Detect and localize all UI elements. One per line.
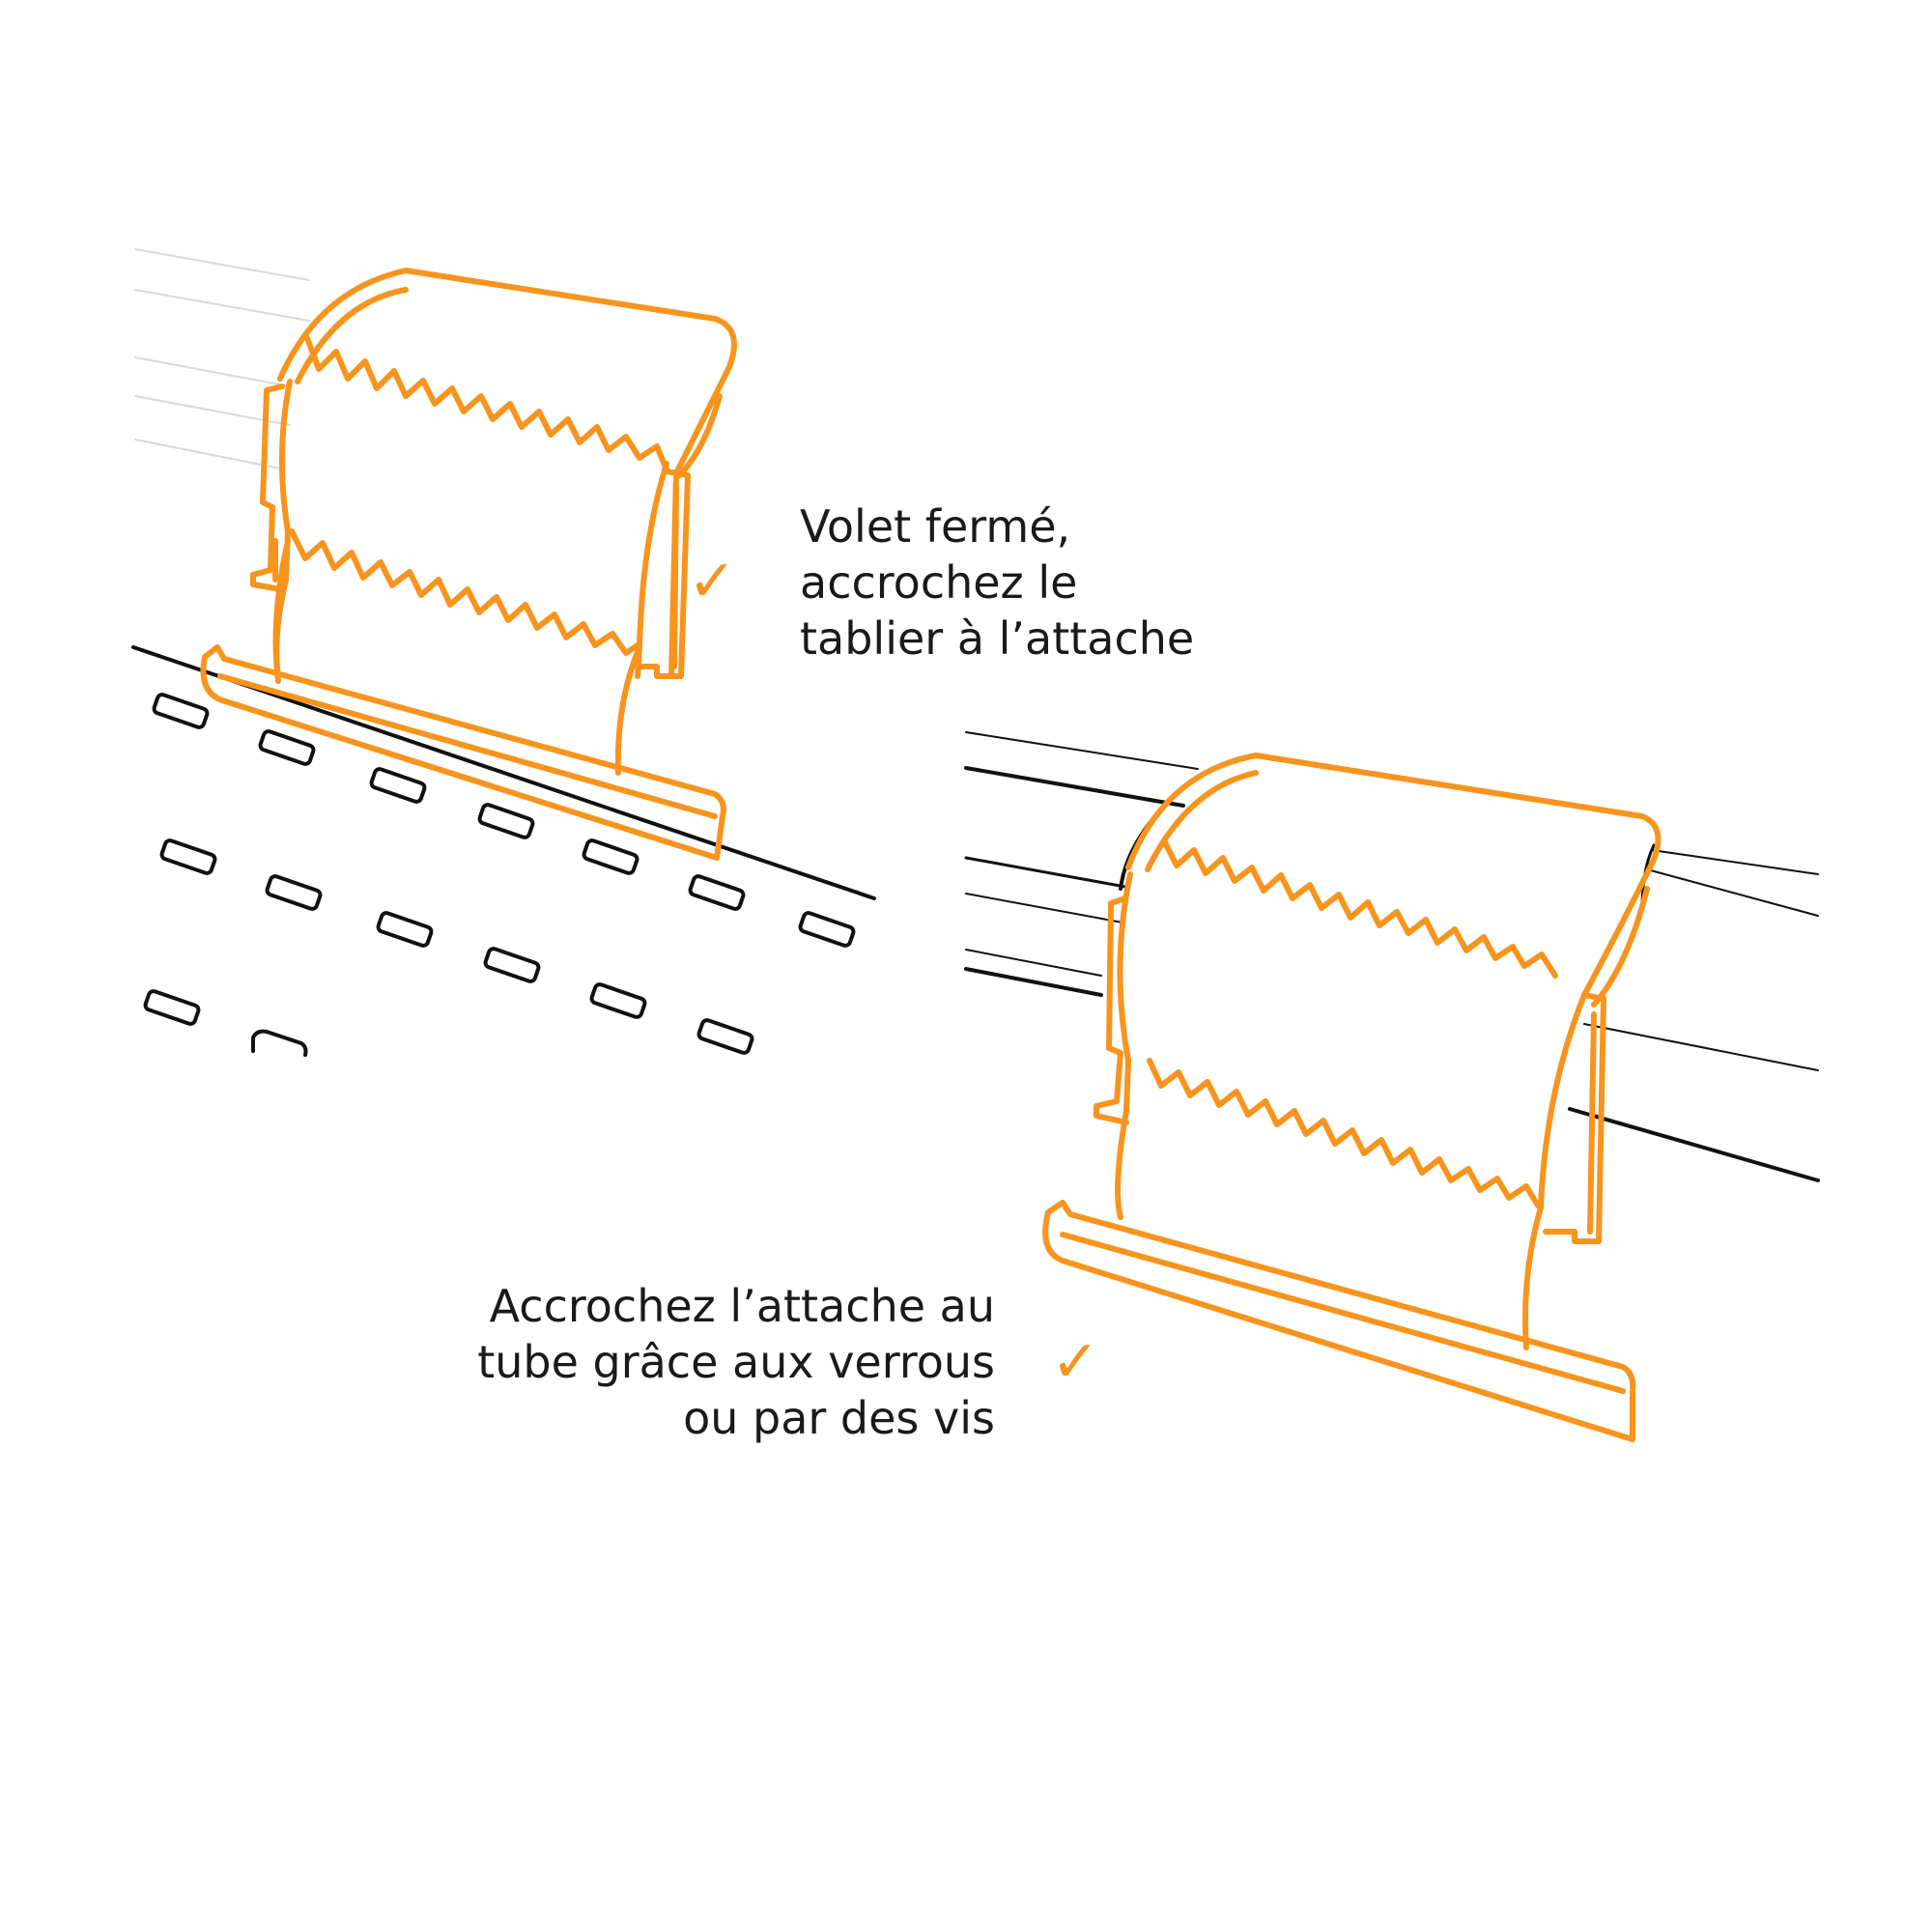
step-2-line-3: ou par des vis xyxy=(683,1392,995,1444)
clip-attachment-left xyxy=(200,268,737,861)
step-2-caption: Accrochez l’attache au tube grâce aux ve… xyxy=(386,1278,995,1446)
step-1-line-2: accrochez le xyxy=(800,556,1078,609)
step-2-line-1: Accrochez l’attache au xyxy=(489,1280,995,1332)
check-mark-icon: ✓ xyxy=(688,548,737,615)
clip-attachment-right xyxy=(1042,753,1662,1442)
check-mark-icon: ✓ xyxy=(1051,1328,1100,1396)
step-1-caption: Volet fermé, accrochez le tablier à l’at… xyxy=(800,498,1194,667)
shutter-apron xyxy=(131,248,876,1057)
step-1-line-3: tablier à l’attache xyxy=(800,612,1195,665)
step-2-line-2: tube grâce aux verrous xyxy=(477,1336,995,1388)
step-1-line-1: Volet fermé, xyxy=(800,500,1071,553)
